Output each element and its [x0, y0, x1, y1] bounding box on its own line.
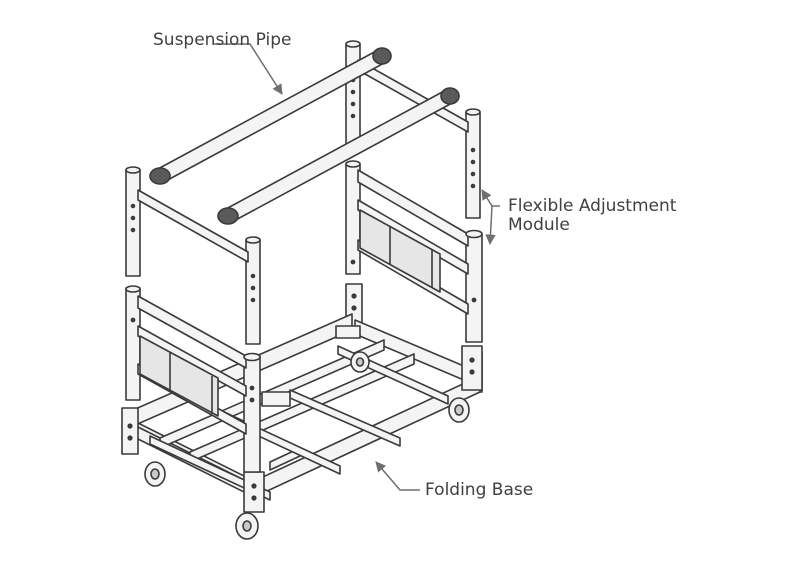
leader-lines — [214, 43, 500, 491]
caster-wheels — [144, 351, 470, 540]
flexible-adjustment-line2: Module — [508, 215, 570, 235]
left-side-frame-lower — [125, 285, 261, 473]
flexible-adjustment-module-label: Flexible Adjustment Module — [508, 197, 676, 235]
right-side-frame — [345, 160, 483, 343]
suspension-pipes — [149, 47, 460, 225]
flexible-adjustment-line1: Flexible Adjustment — [508, 196, 677, 216]
upper-frame — [125, 40, 481, 345]
folding-base-text: Folding Base — [425, 480, 534, 500]
suspension-pipe-label: Suspension Pipe — [153, 31, 291, 50]
folding-base-label: Folding Base — [425, 481, 533, 500]
folding-base — [121, 283, 483, 513]
suspension-pipe-text: Suspension Pipe — [153, 30, 292, 50]
